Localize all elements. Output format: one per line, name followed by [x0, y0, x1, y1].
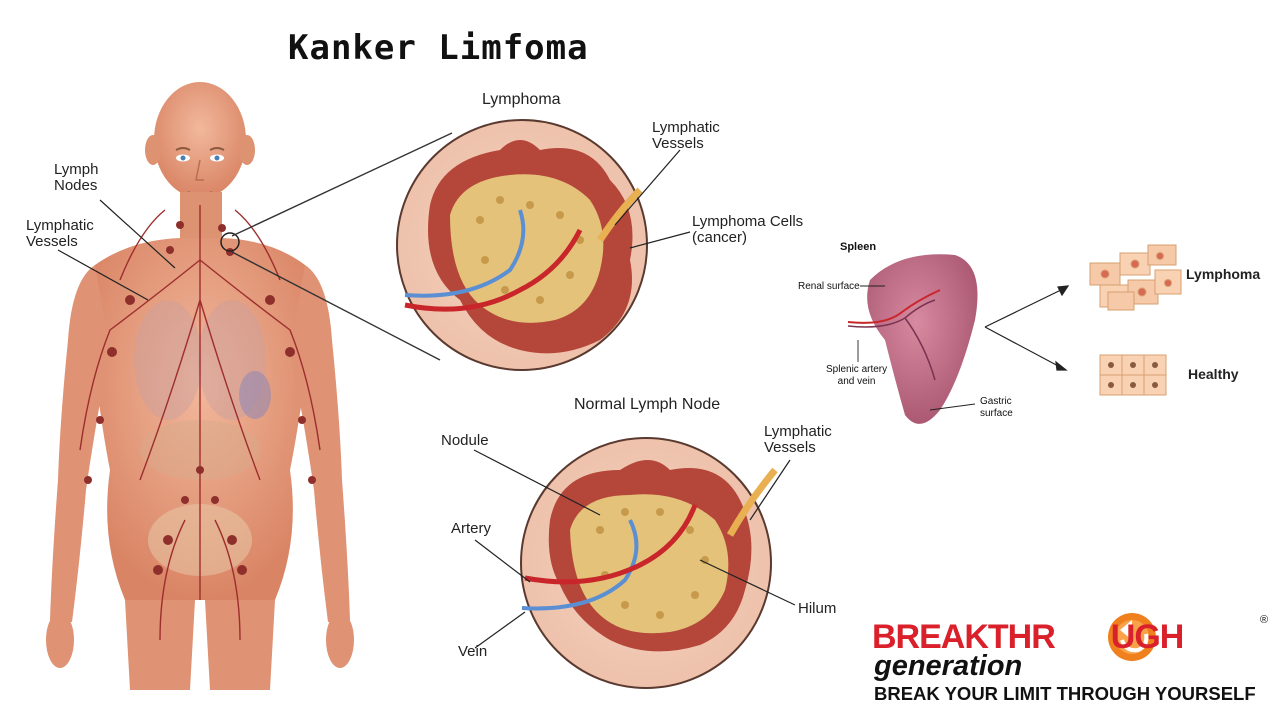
lymphoma-heading: Lymphoma [482, 91, 561, 108]
label-lymphoma-vessels: Lymphatic Vessels [652, 119, 720, 152]
logo-main-left: BREAKTHR [872, 618, 1056, 656]
normal-heading: Normal Lymph Node [574, 396, 721, 413]
normal-node-illustration [520, 437, 778, 689]
label-healthy-cells-type: Healthy [1188, 366, 1239, 382]
label-artery: Artery [451, 520, 492, 537]
label-splenic-artery: Splenic artery and vein [826, 364, 888, 387]
logo-tagline: BREAK YOUR LIMIT THROUGH YOURSELF [874, 683, 1256, 704]
lymphoma-pointer-lines [614, 149, 691, 249]
label-hilum: Hilum [798, 600, 837, 617]
logo-registered-mark: ® [1260, 614, 1269, 626]
label-renal-surface: Renal surface [798, 281, 860, 292]
spleen-arrows [984, 285, 1070, 371]
label-nodule: Nodule [441, 432, 489, 449]
body-pointer-lines [57, 199, 176, 301]
spleen-illustration [847, 254, 978, 424]
healthy-cells-illustration [1099, 354, 1167, 396]
logo-main-right: UGH [1110, 618, 1185, 656]
label-lymphoma-cells-type: Lymphoma [1186, 266, 1261, 282]
logo-subtitle: generation [874, 650, 1023, 682]
logo-o-icon [1108, 613, 1156, 661]
label-vein: Vein [458, 643, 488, 660]
spleen-heading: Spleen [840, 241, 877, 253]
human-body-figure [46, 82, 354, 690]
label-normal-vessels: Lymphatic Vessels [764, 423, 832, 456]
logo-wordmark: BREAKTHR UGH [872, 618, 1185, 657]
label-lymphatic-vessels: Lymphatic Vessels [26, 217, 94, 250]
label-gastric-surface: Gastric surface [980, 396, 1013, 419]
normal-pointer-lines [473, 449, 796, 649]
label-lymphoma-cells: Lymphoma Cells (cancer) [692, 213, 804, 246]
label-lymph-nodes: Lymph Nodes [54, 161, 99, 194]
page-title: Kanker Limfoma [288, 28, 589, 68]
lymphoma-node-illustration [396, 119, 648, 371]
zoom-lines [231, 132, 453, 361]
spleen-pointer-lines [857, 285, 976, 411]
lymphoma-cells-illustration [1089, 244, 1182, 311]
